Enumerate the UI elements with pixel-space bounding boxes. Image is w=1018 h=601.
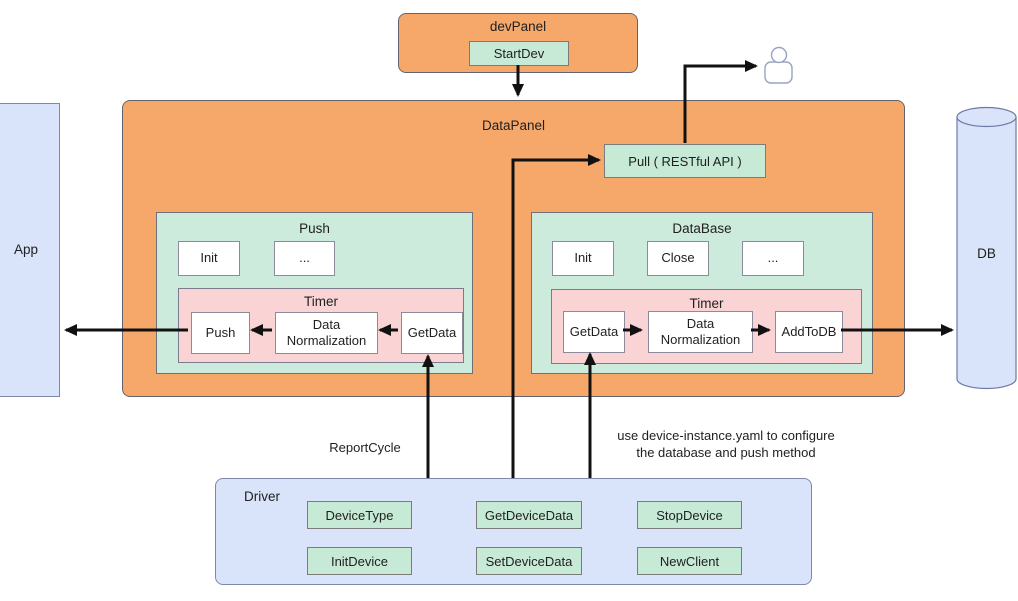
push-module-title: Push [299, 221, 330, 236]
db-cylinder: DB [956, 98, 1017, 398]
driver-container: Driver DeviceType GetDeviceData StopDevi… [215, 478, 812, 585]
devicetype-button[interactable]: DeviceType [307, 501, 412, 529]
pull-restful-api-button[interactable]: Pull ( RESTful API ) [604, 144, 766, 178]
push-ellipsis-box[interactable]: ... [274, 241, 335, 276]
database-close-box[interactable]: Close [647, 241, 709, 276]
push-module: Push Init ... Timer Push Data Normalizat… [156, 212, 473, 374]
datapanel-container: DataPanel Pull ( RESTful API ) Push Init… [122, 100, 905, 397]
devpanel-title: devPanel [489, 19, 547, 34]
db-cylinder-shape [956, 106, 1017, 390]
newclient-button[interactable]: NewClient [637, 547, 742, 575]
db-label: DB [977, 246, 996, 261]
database-init-box[interactable]: Init [552, 241, 614, 276]
datapanel-title: DataPanel [481, 118, 546, 133]
user-icon [764, 46, 793, 84]
database-module: DataBase Init Close ... Timer GetData Da… [531, 212, 873, 374]
devpanel-container: devPanel StartDev [398, 13, 638, 73]
database-data-normalization-box[interactable]: Data Normalization [648, 311, 753, 353]
push-data-normalization-box[interactable]: Data Normalization [275, 312, 378, 354]
database-module-title: DataBase [672, 221, 732, 236]
database-getdata-box[interactable]: GetData [563, 311, 625, 353]
initdevice-button[interactable]: InitDevice [307, 547, 412, 575]
getdevicedata-button[interactable]: GetDeviceData [476, 501, 582, 529]
database-ellipsis-box[interactable]: ... [742, 241, 804, 276]
app-label: App [13, 242, 39, 257]
push-init-box[interactable]: Init [178, 241, 240, 276]
stopdevice-button[interactable]: StopDevice [637, 501, 742, 529]
database-timer-panel: Timer GetData Data Normalization AddToDB [551, 289, 862, 364]
startdev-button[interactable]: StartDev [469, 41, 569, 66]
app-box: App [0, 103, 60, 397]
database-timer-title: Timer [689, 296, 724, 311]
push-timer-title: Timer [304, 294, 338, 309]
yaml-note: use device-instance.yaml to configure th… [602, 428, 850, 462]
reportcycle-label: ReportCycle [329, 440, 401, 455]
yaml-note-line2: the database and push method [636, 444, 816, 460]
push-step-box[interactable]: Push [191, 312, 250, 354]
push-getdata-box[interactable]: GetData [401, 312, 463, 354]
database-addtodb-box[interactable]: AddToDB [775, 311, 843, 353]
driver-title: Driver [244, 489, 280, 504]
push-timer-panel: Timer Push Data Normalization GetData [178, 288, 464, 363]
yaml-note-line1: use device-instance.yaml to configure [617, 428, 835, 443]
setdevicedata-button[interactable]: SetDeviceData [476, 547, 582, 575]
